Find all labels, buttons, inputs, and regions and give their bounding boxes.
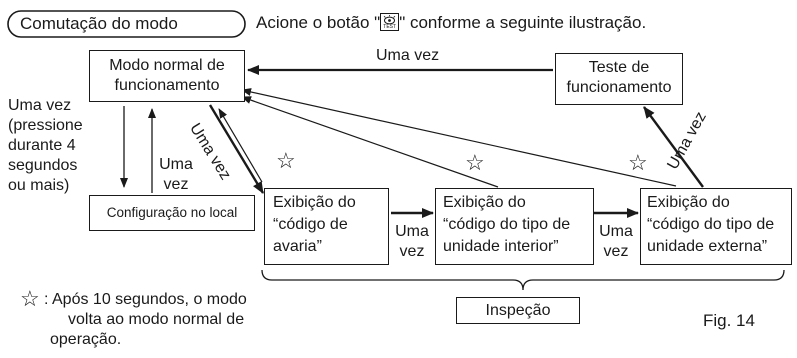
legend-colon: : [44, 291, 49, 308]
mode-switch-title: Comutação do modo [20, 14, 178, 33]
instruction-text-before: Acione o botão " [256, 13, 381, 32]
node-normal-line2: funcionamento [114, 77, 220, 94]
label-once-indoor-outdoor: Uma vez [596, 222, 636, 262]
arrow-outdoor-to-normal [241, 88, 677, 187]
node-outdoor-line1: Exibição do [647, 194, 730, 211]
arrow-indoor-to-normal [241, 96, 499, 188]
node-fault-line1: Exibição do [273, 194, 356, 211]
label-press-line2: (pressione [8, 117, 83, 134]
mode-switch-pill-frame [7, 10, 246, 38]
label-press-line1: Uma vez [8, 97, 72, 114]
arrow-normal-to-fault [208, 104, 265, 194]
label-back-once: Uma vez [156, 155, 196, 195]
node-test-line1: Teste de [588, 59, 650, 76]
star-indoor-icon: ☆ [465, 150, 485, 175]
node-inspection-label: Inspeção [485, 302, 551, 319]
legend-note-cont: volta ao modo normal de [68, 310, 244, 330]
label-once2-line1: Uma [599, 223, 633, 240]
arrow-fault-to-normal [218, 108, 263, 183]
label-back-line2: vez [163, 176, 189, 193]
node-normal-mode: Modo normal de funcionamento [89, 50, 245, 102]
label-top-once: Uma vez [376, 47, 440, 64]
label-press-line3: durante 4 [8, 137, 76, 154]
figure-label: Fig. 14 [703, 311, 755, 330]
node-indoor-line2: “código do tipo de [443, 216, 571, 233]
node-local-label: Configuração no local [106, 205, 238, 220]
node-indoor-line1: Exibição do [443, 194, 526, 211]
node-test-line2: funcionamento [566, 79, 672, 96]
node-fault-line3: avaria” [273, 238, 322, 255]
label-once-fault-indoor: Uma vez [392, 222, 432, 262]
legend-note-line3: operação. [50, 331, 122, 348]
test-button-icon: TEST [380, 13, 400, 31]
label-once1-line1: Uma [395, 223, 429, 240]
test-button-icon-text: TEST [383, 24, 397, 30]
instruction-text-after: " conforme a seguinte ilustração. [399, 13, 647, 32]
label-once1-line2: vez [399, 243, 425, 260]
node-test-run: Teste de funcionamento [555, 53, 683, 105]
legend-note-line2: volta ao modo normal de [68, 311, 245, 328]
node-local-setting: Configuração no local [89, 195, 255, 231]
node-outdoor-line3: unidade externa” [647, 238, 768, 255]
label-once2-line2: vez [603, 243, 629, 260]
star-fault-icon: ☆ [276, 148, 296, 173]
label-back-line1: Uma [159, 156, 193, 173]
label-press-4s: Uma vez (pressione durante 4 segundos ou… [8, 96, 83, 196]
legend-star-icon: ☆ [20, 286, 40, 311]
node-indoor-code: Exibição do “código do tipo de unidade i… [435, 188, 594, 265]
instruction-line: Acione o botão "TEST" conforme a seguint… [256, 12, 646, 34]
node-fault-code: Exibição do “código de avaria” [264, 188, 389, 265]
node-normal-line1: Modo normal de [109, 57, 225, 74]
inspection-brace [261, 269, 785, 291]
star-outdoor-icon: ☆ [628, 150, 648, 175]
node-outdoor-code: Exibição do “código do tipo de unidade e… [640, 188, 792, 265]
label-press-line4: segundos [8, 157, 78, 174]
legend-note: Após 10 segundos, o modo [52, 290, 247, 310]
node-inspection: Inspeção [456, 297, 580, 324]
label-press-line5: ou mais) [8, 177, 70, 194]
node-outdoor-line2: “código do tipo de [647, 216, 775, 233]
legend-note-cont2: operação. [50, 330, 121, 350]
legend-note-line1: Após 10 segundos, o modo [52, 291, 247, 308]
node-indoor-line3: unidade interior” [443, 238, 559, 255]
arrow-outdoor-to-test [643, 106, 704, 188]
node-fault-line2: “código de [273, 216, 348, 233]
